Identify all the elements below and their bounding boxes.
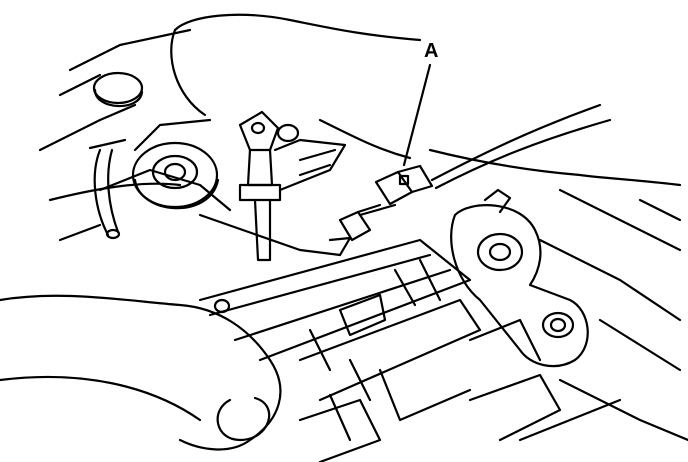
intake-plenum (273, 138, 347, 192)
lower-cover (0, 294, 622, 462)
engine-mount-bracket (450, 188, 589, 368)
vacuum-hose (88, 138, 127, 240)
connector-a (358, 103, 612, 217)
drive-shaft (198, 238, 482, 402)
oil-filler-cap (92, 71, 144, 108)
callout-label-a: A (424, 40, 439, 62)
sensor-stalk (238, 110, 300, 262)
engine-block-outline (38, 13, 688, 442)
mating-connector (328, 203, 382, 257)
callout-leader-line (402, 63, 432, 167)
throttle-body (131, 118, 220, 210)
